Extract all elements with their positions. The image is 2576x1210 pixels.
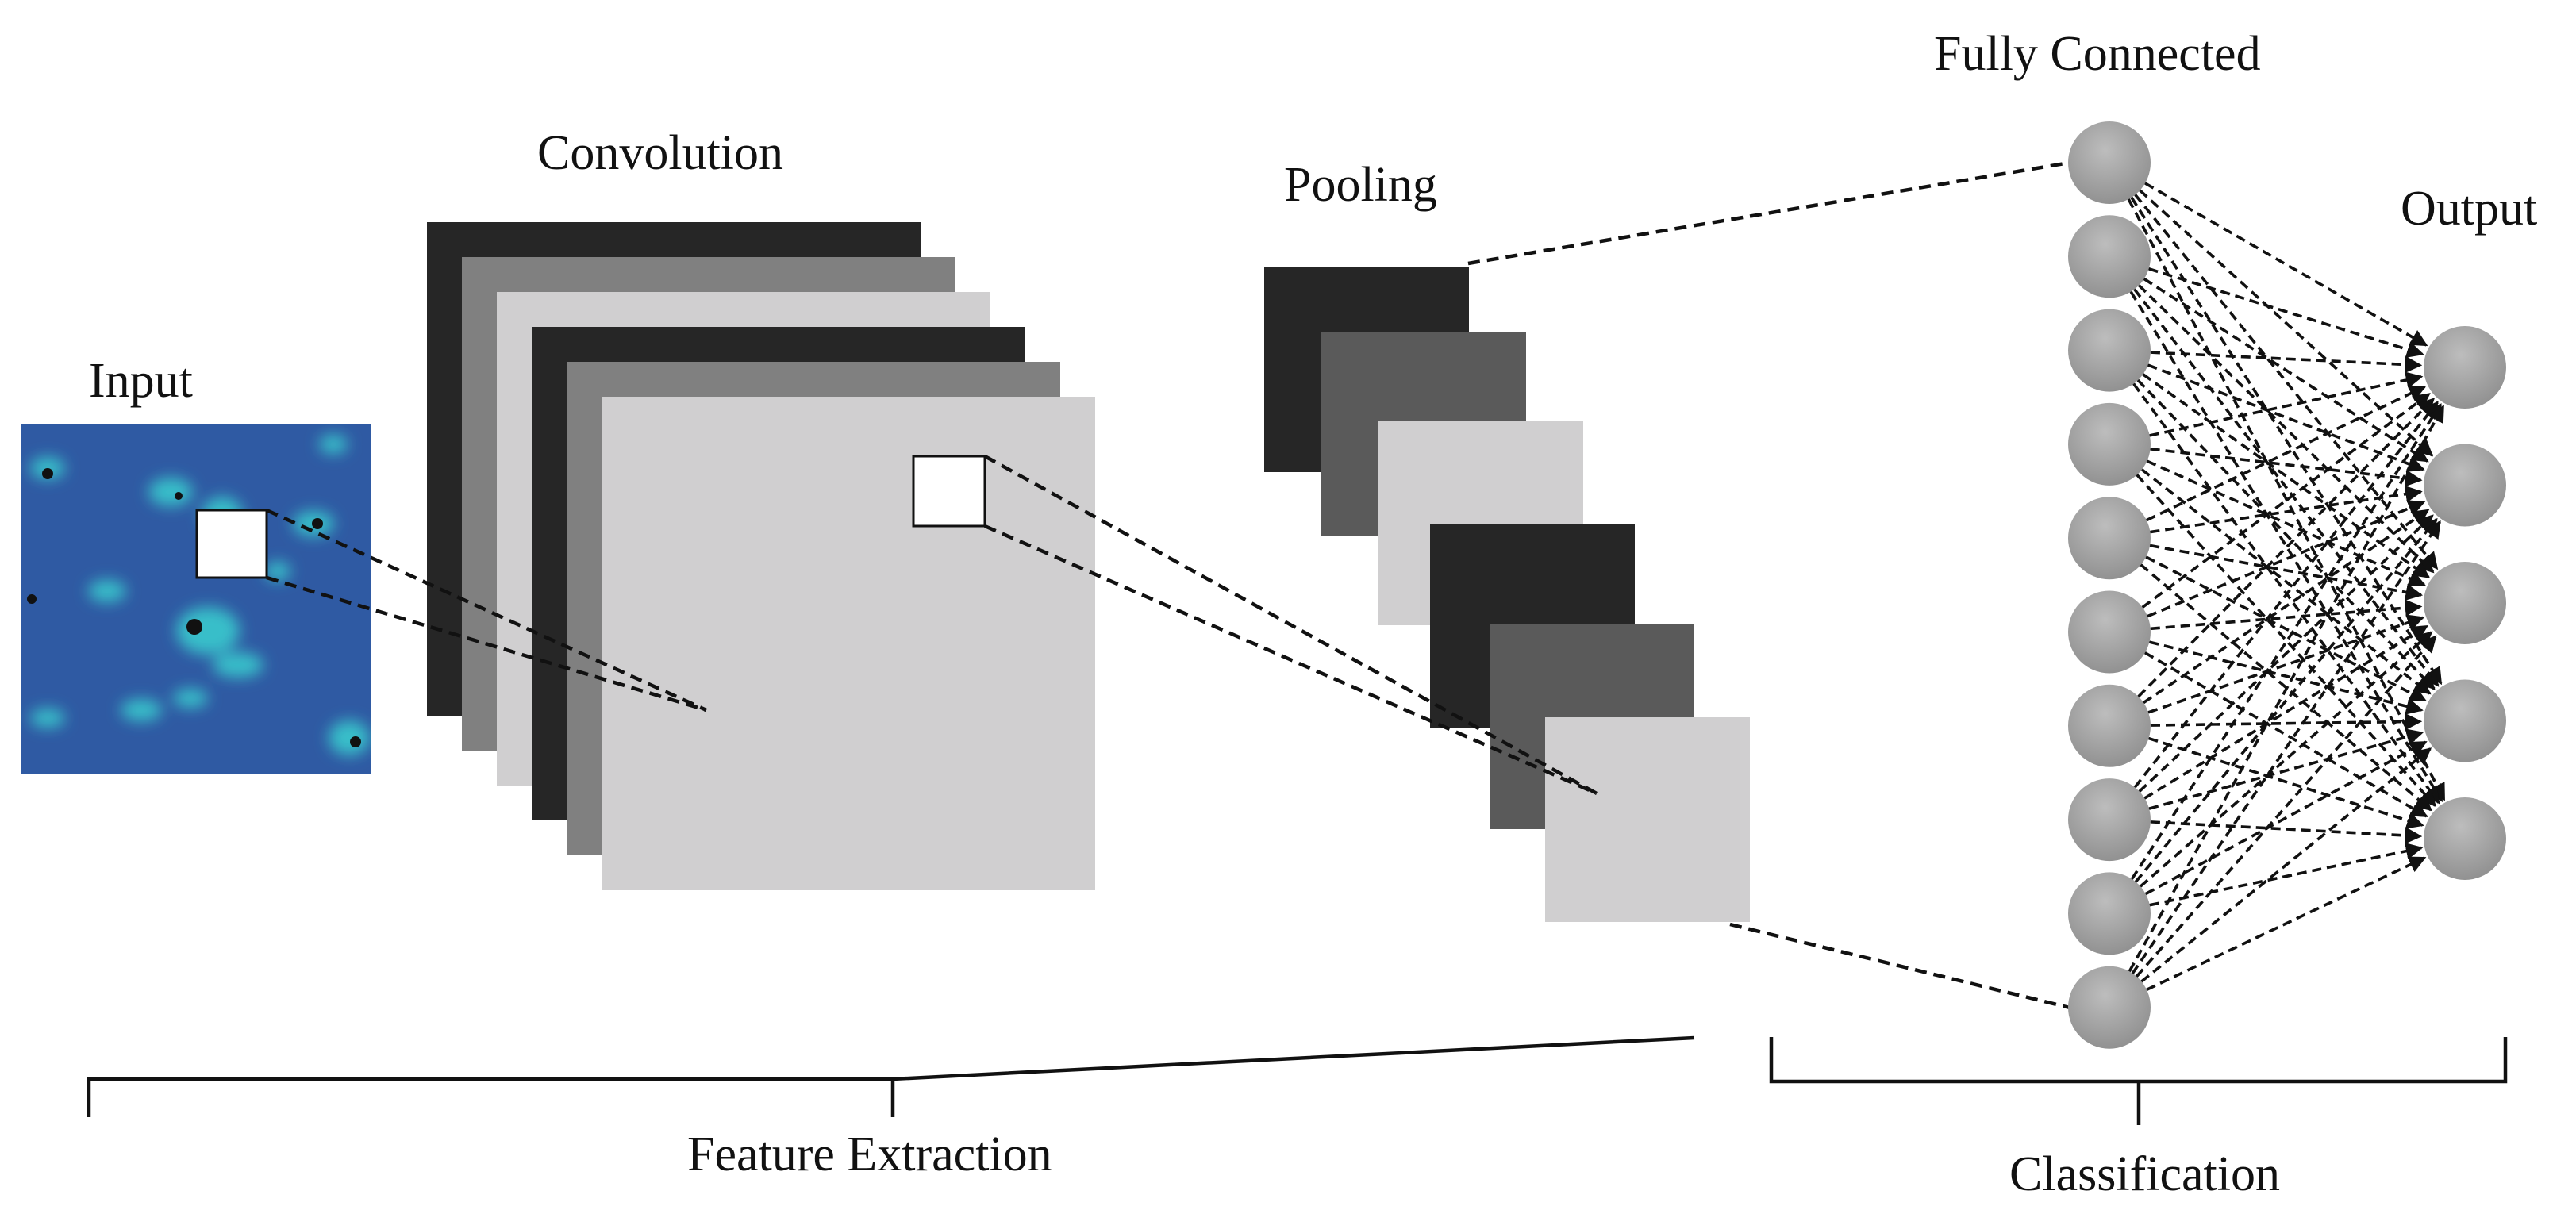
connection-edge: [2129, 500, 2426, 631]
input-image-dark-spots: [27, 468, 361, 747]
fully-connected-label: Fully Connected: [1934, 27, 2261, 81]
input-blob: [265, 562, 290, 581]
classification-label: Classification: [2009, 1147, 2280, 1201]
fc-output-connections: [2113, 167, 2446, 1004]
input-image: [21, 424, 371, 774]
input-dark-spot: [350, 736, 361, 747]
conv-to-pool-line-bottom: [984, 524, 1598, 796]
output-node: [2424, 326, 2506, 409]
input-image-background: [21, 424, 371, 774]
fc-node: [2068, 497, 2151, 580]
feature-extraction-bracket: [87, 1035, 1695, 1117]
fc-node: [2068, 966, 2151, 1049]
fc-node: [2068, 309, 2151, 392]
output-layer: [2424, 326, 2506, 880]
input-blob: [213, 652, 263, 678]
connection-edge: [2132, 842, 2424, 917]
connection-edge: [2135, 713, 2423, 735]
connection-edge: [2118, 271, 2440, 687]
connection-edge: [2123, 631, 2433, 904]
input-dark-spot: [27, 594, 37, 604]
connection-edge: [2114, 405, 2445, 989]
classification-bracket: [1769, 1037, 2508, 1125]
fc-node: [2068, 872, 2151, 955]
connection-edge: [2127, 167, 2428, 347]
connection-edge: [2120, 363, 2436, 690]
input-blob: [121, 699, 162, 721]
connection-edge: [2134, 812, 2423, 844]
input-blob: [319, 435, 348, 454]
connection-edge: [2113, 181, 2446, 801]
fully-connected-layer: [2068, 121, 2151, 1049]
connection-edge: [2124, 453, 2432, 695]
connection-edge: [2124, 747, 2432, 998]
input-to-conv-line-bottom: [266, 575, 707, 713]
input-blob: [88, 580, 126, 602]
input-receptive-field: [195, 509, 268, 579]
fc-node: [2068, 684, 2151, 767]
input-label: Input: [89, 354, 193, 408]
pool-to-fc-line-bottom: [1729, 922, 2070, 1010]
connection-edge: [2131, 725, 2424, 829]
connection-edge: [2131, 255, 2424, 358]
input-blob: [30, 709, 65, 728]
input-blob: [176, 607, 240, 655]
input-dark-spot: [312, 518, 323, 529]
conv-feature-map: [602, 397, 1095, 890]
input-blob: [329, 720, 370, 755]
output-node: [2424, 797, 2506, 880]
fc-node: [2068, 402, 2151, 486]
convolution-receptive-field: [912, 455, 986, 528]
connection-edge: [2126, 263, 2429, 463]
feature-extraction-label: Feature Extraction: [687, 1127, 1052, 1181]
fc-node: [2068, 121, 2151, 204]
output-node: [2424, 679, 2506, 762]
projection-lines: [266, 160, 2070, 1010]
connection-edge: [2115, 274, 2443, 803]
convolution-feature-maps: [427, 222, 1095, 890]
output-label: Output: [2401, 182, 2537, 236]
input-to-conv-line-top: [266, 508, 707, 713]
pool-to-fc-line-top: [1467, 160, 2070, 266]
connection-edge: [2122, 514, 2434, 809]
output-node: [2424, 444, 2506, 527]
fc-node: [2068, 590, 2151, 674]
input-dark-spot: [186, 619, 202, 635]
connection-edge: [2118, 401, 2439, 805]
conv-to-pool-line-top: [983, 455, 1598, 795]
fc-node: [2068, 215, 2151, 298]
connection-edge: [2128, 856, 2427, 1004]
input-dark-spot: [175, 492, 183, 500]
pooling-feature-maps: [1264, 267, 1750, 922]
input-blob: [173, 689, 208, 708]
connection-edge: [2116, 179, 2443, 686]
input-blob: [148, 478, 193, 506]
output-node: [2424, 562, 2506, 644]
fc-node: [2068, 778, 2151, 862]
convolution-label: Convolution: [537, 126, 783, 180]
input-dark-spot: [42, 468, 53, 479]
pool-feature-map: [1545, 717, 1750, 922]
pooling-label: Pooling: [1284, 158, 1437, 212]
